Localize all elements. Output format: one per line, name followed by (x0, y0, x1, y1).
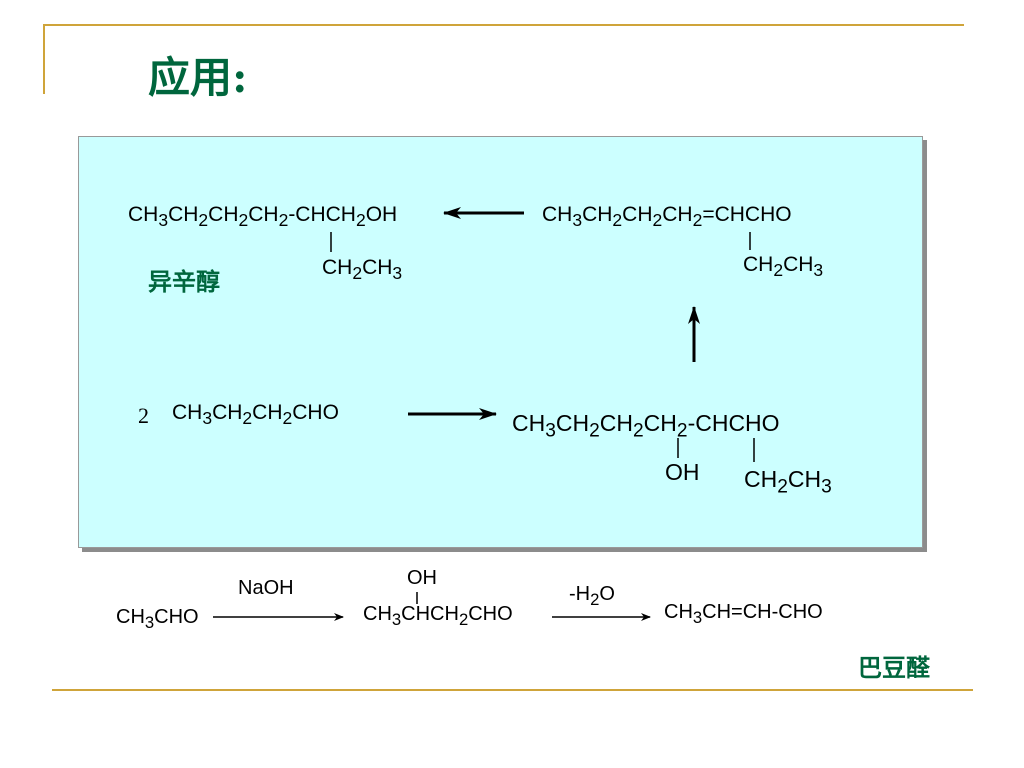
crotonaldehyde-formula: CH3CH=CH-CHO (664, 601, 823, 627)
intermediate-hydroxyl: OH (407, 567, 437, 589)
unsaturated-aldehyde-branch: CH2CH3 (743, 253, 824, 281)
condition-dehydration: -H2O (569, 583, 615, 609)
crotonaldehyde-name: 巴豆醛 (858, 654, 930, 682)
acetaldehyde-formula: CH3CHO (116, 606, 199, 632)
condition-naoh: NaOH (238, 577, 294, 599)
intermediate-formula: CH3CHCH2CHO (363, 603, 513, 629)
aldol-hydroxyl: OH (665, 459, 700, 485)
coefficient: 2 (138, 403, 149, 428)
title-rule-horizontal (43, 24, 964, 26)
aldol-product-formula: CH3CH2CH2CH2-CHCHO (512, 410, 780, 442)
target-alcohol-formula: CH3CH2CH2CH2-CHCH2OH (128, 203, 398, 231)
unsaturated-aldehyde-formula: CH3CH2CH2CH2=CHCHO (542, 203, 792, 231)
butanal-formula: CH3CH2CH2CHO (172, 401, 339, 429)
bottom-rule (52, 689, 973, 691)
title-rule-vertical (43, 24, 45, 94)
slide-title: 应用: (148, 53, 248, 102)
target-alcohol-branch: CH2CH3 (322, 256, 403, 284)
target-alcohol-name: 异辛醇 (148, 268, 220, 296)
reaction-panel (78, 136, 923, 548)
aldol-branch: CH2CH3 (744, 466, 832, 498)
